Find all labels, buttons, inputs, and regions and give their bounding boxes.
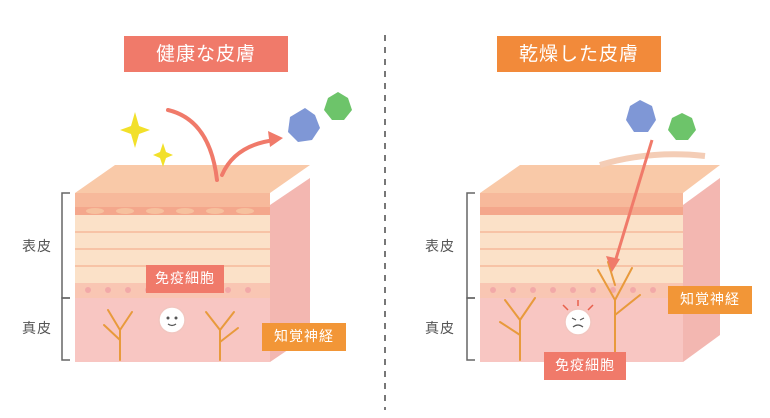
healthy-immune-cell-icon [158,306,186,334]
dry-dermis-label: 真皮 [425,321,455,337]
dry-nerves [499,261,641,361]
healthy-nerves [103,309,239,361]
dry-bacteria-icon [626,100,696,140]
dry-immune-cell-tag: 免疫細胞 [544,352,626,380]
dry-basal-layer [480,283,683,298]
healthy-skin-block [75,165,310,362]
invasion-arrow [606,139,654,272]
dry-block-side [683,178,720,362]
dry-skin-title: 乾燥した皮膚 [497,36,661,72]
sparkle-icon [120,112,173,167]
healthy-skin-title: 健康な皮膚 [124,36,288,72]
healthy-stratum-corneum [75,193,270,207]
dry-layer-brackets [466,192,475,361]
repel-arrow [166,108,277,182]
healthy-block-side [270,178,310,362]
healthy-dermis-label: 真皮 [22,321,52,337]
healthy-immune-cell-tag: 免疫細胞 [146,265,224,293]
dry-epidermis-label: 表皮 [425,239,455,255]
dry-nerve-tag: 知覚神経 [668,286,752,314]
healthy-layer-brackets [61,192,70,361]
healthy-nerve-tag: 知覚神経 [262,323,346,351]
dry-stratum-corneum [480,193,683,207]
dry-skin-block [480,151,720,362]
dry-block-top [480,165,720,193]
bacteria-icon [288,92,352,142]
dry-immune-cell-icon [562,300,594,336]
healthy-epidermis-label: 表皮 [22,239,52,255]
healthy-block-top [75,165,310,193]
